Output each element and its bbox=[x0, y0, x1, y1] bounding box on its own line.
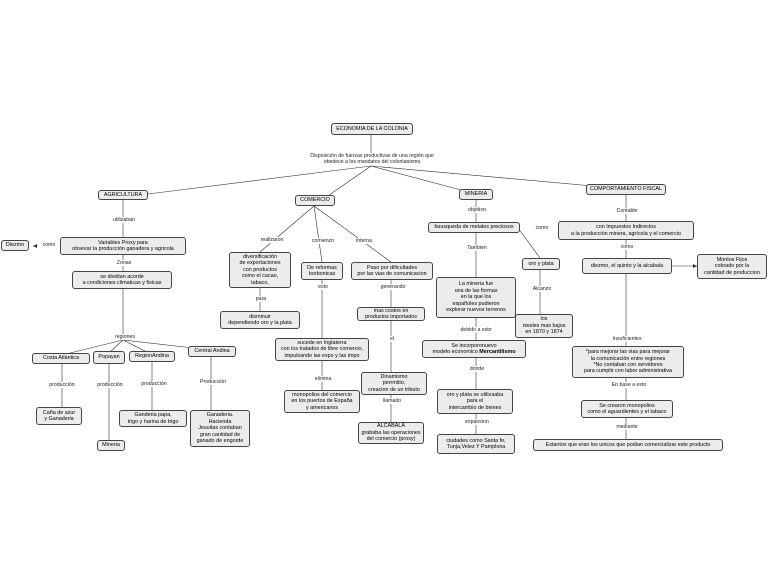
mineria-popayan-node[interactable]: Mineria bbox=[97, 440, 125, 451]
contable-label: Contable bbox=[612, 208, 642, 215]
oro-plata-node[interactable]: oro y plata bbox=[522, 258, 560, 270]
root-node[interactable]: ECONOMIA DE LA COLONIA bbox=[331, 123, 413, 135]
reformas-node[interactable]: De reformas borbonicas bbox=[301, 262, 343, 280]
diezmo-quinto-node[interactable]: diezmo, el quinto y la alcabala bbox=[582, 258, 672, 274]
monopolios-comercio-node[interactable]: monopolios del comercio en los puertos d… bbox=[284, 390, 360, 413]
region-andina-node[interactable]: RegionAndina bbox=[129, 351, 175, 362]
costa-node[interactable]: Costa Atlántica bbox=[32, 353, 90, 364]
debido-label: debido a esto bbox=[452, 327, 500, 334]
produccion-costa-label: producción bbox=[44, 382, 80, 389]
produccion-andina-label: producción bbox=[136, 381, 172, 388]
regiones-label: regiones bbox=[108, 334, 142, 341]
el-label: el bbox=[387, 336, 397, 343]
intercambio-node[interactable]: oro y plata se utilizaaba para el interc… bbox=[437, 389, 513, 414]
sucede-node[interactable]: sucede en Inglaterra con los tratados de… bbox=[275, 338, 369, 361]
mediante-label: mediante bbox=[611, 424, 643, 431]
comercio-node[interactable]: COMERCIO bbox=[295, 195, 335, 206]
diversificacion-node[interactable]: diversificación de exportaciones con pro… bbox=[229, 252, 291, 288]
produccion-central-label: Producción bbox=[196, 379, 230, 386]
mas-costos-node[interactable]: mas costos en productos importados bbox=[357, 307, 425, 321]
donde-label: donde bbox=[465, 366, 489, 373]
disminuir-node[interactable]: disminuir dependiendo oro y la plata bbox=[220, 311, 300, 329]
ganaderia-hacienda-node[interactable]: Ganaderia. Hacienda Jesuitas contaban gr… bbox=[190, 410, 250, 447]
mercantilismo-node[interactable]: Se incorporonuevo modelo economico Merca… bbox=[422, 340, 526, 358]
como-fiscal-label: como bbox=[617, 244, 637, 251]
variables-proxy-node[interactable]: Variables Proxy para obsevar la producci… bbox=[60, 237, 186, 255]
mercantilismo-text: Se incorporonuevo modelo economico Merca… bbox=[432, 342, 516, 355]
produccion-popayan-label: producción bbox=[92, 382, 128, 389]
ganaderia-papa-node[interactable]: Ganderia papa, trigo y harina de trigo bbox=[119, 410, 187, 427]
insuficientes-label: Insuficientes bbox=[606, 336, 648, 343]
mineria-node[interactable]: MINERIA bbox=[459, 189, 493, 200]
interna-label: interna bbox=[350, 238, 378, 245]
popayan-node[interactable]: Popayan bbox=[93, 351, 125, 364]
generando-label: generando bbox=[375, 284, 411, 291]
se-dividian-node[interactable]: se dividian acorde a condiciones climati… bbox=[72, 271, 172, 289]
utilizaban-label: utilizaban bbox=[105, 217, 143, 224]
esto-label: esto bbox=[314, 284, 332, 291]
ciudades-node[interactable]: ciudades como Santa fe, Tunja,Velez Y Pa… bbox=[437, 434, 515, 454]
en-base-label: En base a esto bbox=[603, 382, 655, 389]
estantos-node[interactable]: Estantos que eran los unicos que podian … bbox=[533, 439, 723, 451]
elimina-label: elimina bbox=[310, 376, 336, 383]
mejorar-node[interactable]: *para mejorar las vias para mejorar la c… bbox=[572, 346, 684, 378]
comienzo-label: comienzo bbox=[306, 238, 340, 245]
niveles-node[interactable]: los niveles mas bajos en 1870 y 1874 bbox=[515, 314, 573, 338]
alcanzo-label: Alcanzo bbox=[528, 286, 556, 293]
objetivo-label: objetivo bbox=[462, 207, 492, 214]
mineria-fue-node[interactable]: La mineria fue una de las formas en la q… bbox=[436, 277, 516, 318]
cana-node[interactable]: Caña de azur y Ganaderia bbox=[36, 407, 82, 425]
diezmo-node[interactable]: Diezmo bbox=[1, 240, 29, 251]
para-label: para bbox=[251, 296, 271, 303]
impuestos-node[interactable]: con Impuestos Indirectos a la producción… bbox=[558, 221, 694, 240]
monopolios-fiscal-node[interactable]: Se crearon monopolios como el aguardient… bbox=[581, 400, 673, 418]
disposicion-label: Disposición de fuerzas productivas de un… bbox=[290, 153, 454, 166]
dinamismo-node[interactable]: Dinamismo perrmitio, creacion de un trib… bbox=[361, 372, 427, 395]
fiscal-node[interactable]: COMPORTAMIENTO FISCAL bbox=[586, 184, 666, 195]
central-andina-node[interactable]: Central Andina bbox=[188, 346, 236, 357]
busqueda-node[interactable]: buusqueda de metales preciosos bbox=[428, 222, 520, 233]
alcabala-node[interactable]: ALCABALA grababa las operaciones del com… bbox=[358, 422, 424, 444]
zonas-label: Zonas bbox=[112, 260, 136, 267]
montos-node[interactable]: Montos Fijos cobrado por la cantidad de … bbox=[697, 254, 767, 279]
paso-node[interactable]: Paso por dificultades por las vias de co… bbox=[351, 262, 433, 280]
como-diezmo-label: como bbox=[38, 242, 60, 249]
realizaron-label: realizaron bbox=[254, 237, 290, 244]
expansion-label: expansion bbox=[460, 419, 494, 426]
agricultura-node[interactable]: AGRICULTURA bbox=[98, 190, 148, 200]
llamado-label: llamado bbox=[378, 398, 406, 405]
como-mineria-label: como bbox=[532, 225, 552, 232]
tambien-label: Tambien bbox=[461, 245, 493, 252]
